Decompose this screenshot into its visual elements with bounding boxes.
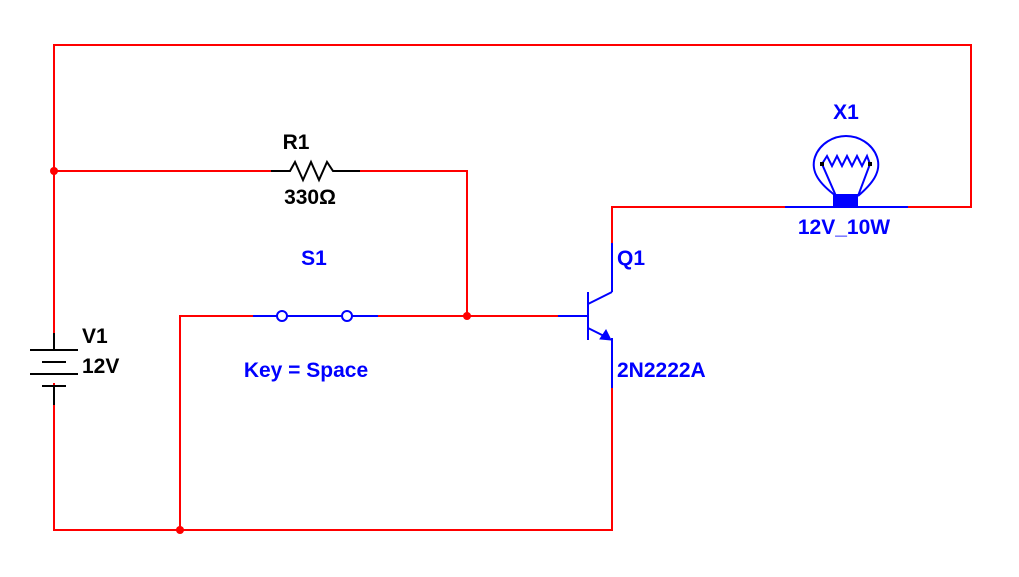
- junction-dot: [176, 526, 184, 534]
- npn-transistor-icon: [558, 243, 613, 388]
- wire-r1-to-base-node[interactable]: [360, 170, 468, 316]
- wire-collector-to-lamp[interactable]: [611, 206, 785, 243]
- s1-ref-label: S1: [301, 247, 327, 270]
- lamp-icon: [785, 134, 908, 208]
- transistor-q1[interactable]: Q1 2N2222A: [558, 243, 706, 388]
- v1-ref-label: V1: [82, 325, 108, 348]
- spst-switch-icon: [253, 310, 378, 322]
- junctions: [50, 167, 471, 534]
- wire-switch-left[interactable]: [179, 315, 253, 530]
- junction-dot: [50, 167, 58, 175]
- x1-ref-label: X1: [833, 101, 859, 124]
- wire-bottom-loop[interactable]: [53, 383, 613, 531]
- resistor-r1[interactable]: R1 330Ω: [271, 131, 360, 209]
- battery-v1[interactable]: V1 12V: [30, 325, 119, 405]
- junction-dot: [463, 312, 471, 320]
- r1-ref-label: R1: [283, 131, 310, 154]
- q1-ref-label: Q1: [617, 247, 645, 270]
- r1-value-label: 330Ω: [284, 186, 336, 209]
- q1-model-label: 2N2222A: [617, 359, 706, 382]
- v1-value-label: 12V: [82, 355, 119, 378]
- resistor-icon: [271, 159, 360, 183]
- s1-key-label: Key = Space: [244, 359, 368, 382]
- dc-battery-icon: [30, 333, 78, 405]
- x1-rating-label: 12V_10W: [798, 216, 890, 239]
- lamp-x1[interactable]: X1 12V_10W: [785, 101, 908, 239]
- switch-s1[interactable]: S1 Key = Space: [244, 247, 378, 382]
- wire-top-loop[interactable]: [53, 44, 972, 347]
- wires: [53, 44, 972, 531]
